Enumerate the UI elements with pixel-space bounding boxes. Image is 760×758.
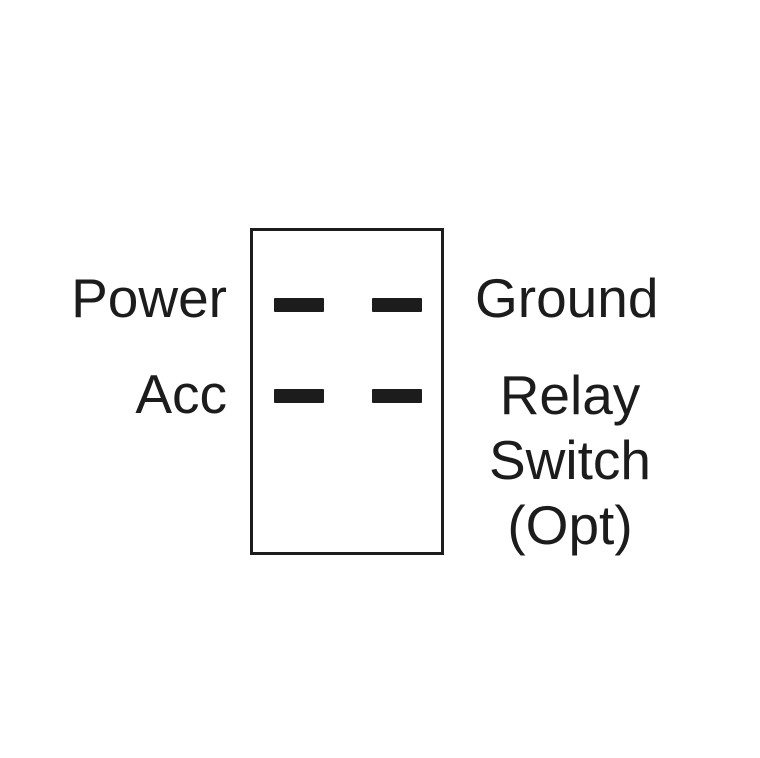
power-terminal-bar xyxy=(274,298,324,312)
power-label: Power xyxy=(71,267,227,329)
ground-label: Ground xyxy=(475,267,659,329)
relay-switch-label-line3: (Opt) xyxy=(507,494,633,556)
relay-switch-label-line1: Relay xyxy=(499,364,641,426)
acc-label: Acc xyxy=(135,363,227,425)
acc-terminal-bar xyxy=(274,389,324,403)
ground-terminal-bar xyxy=(372,298,422,312)
relay-terminal-bar xyxy=(372,389,422,403)
relay-switch-label: Relay Switch (Opt) xyxy=(470,363,670,558)
relay-switch-label-line2: Switch xyxy=(489,429,651,491)
